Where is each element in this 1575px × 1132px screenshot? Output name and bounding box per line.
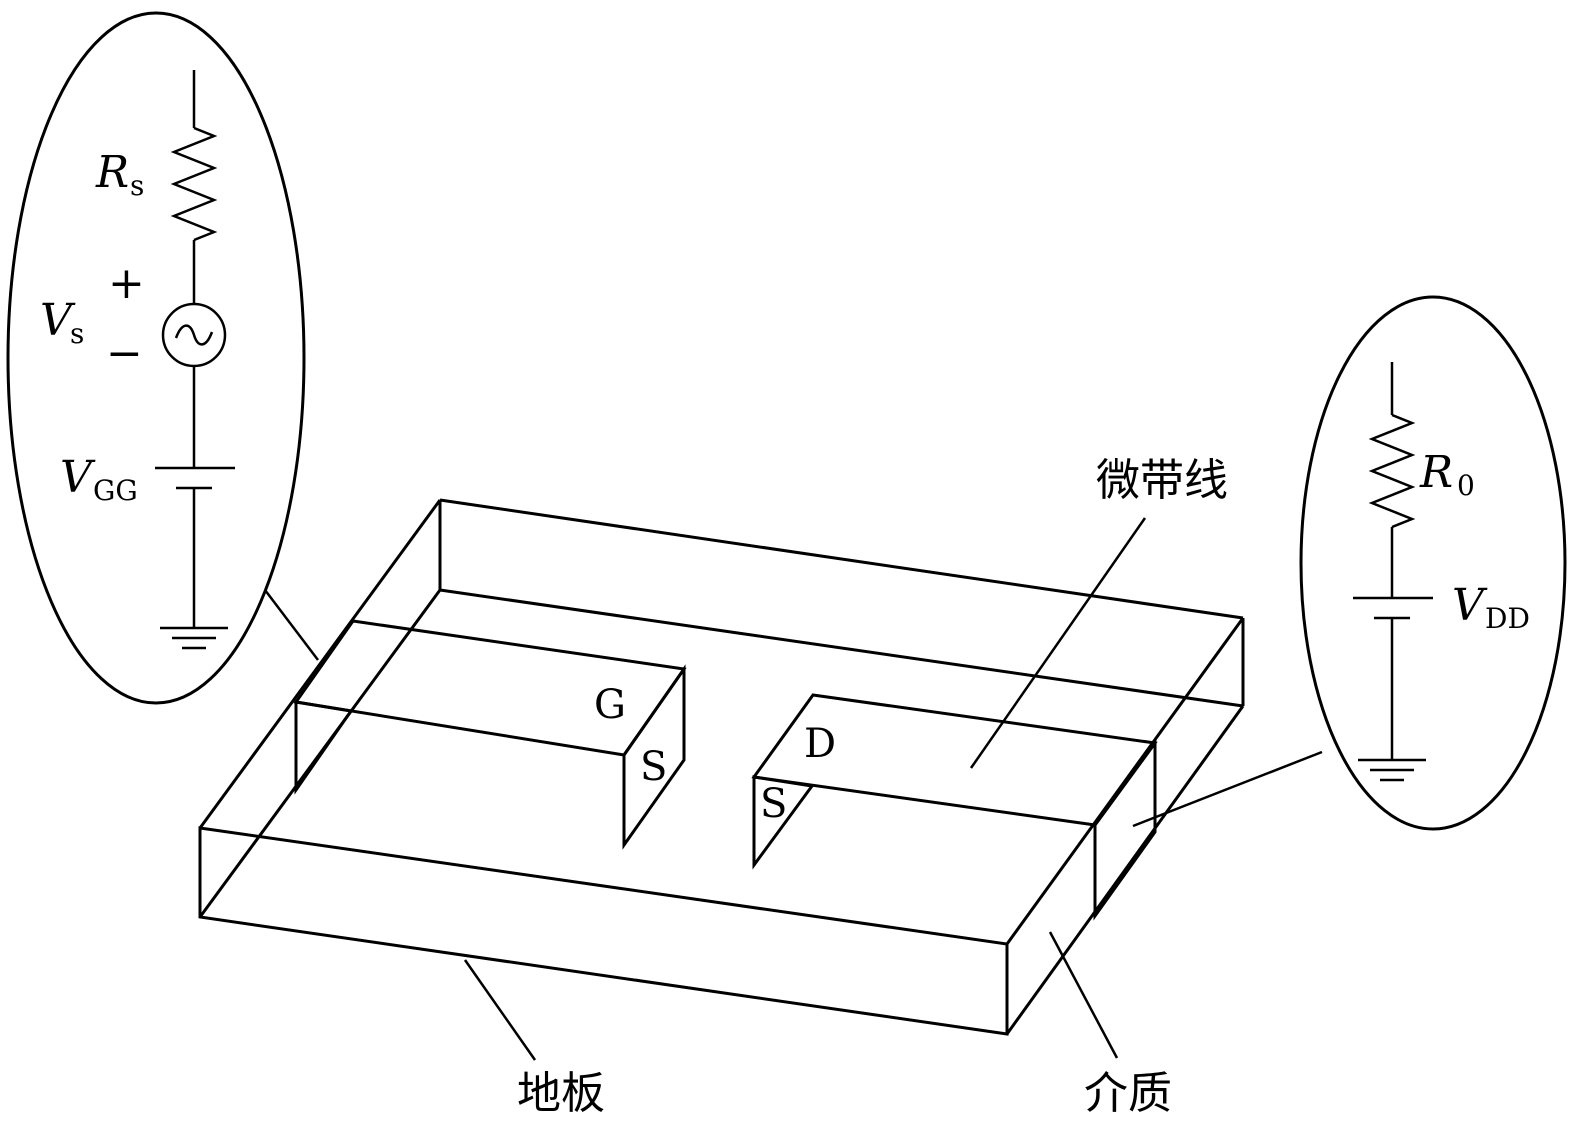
ground-plane-leader-line [463,959,537,1061]
vgg-label-sub: GG [93,474,138,507]
microstrip-label: 微带线 [1096,455,1228,506]
substrate-box [198,498,1245,1036]
vs-minus-label: − [106,328,143,379]
rs-resistor [170,126,218,242]
r0-label-sub: 0 [1457,469,1475,502]
input-circuit: R s + V s − V GG [6,11,306,705]
gate-strip [293,619,687,757]
dielectric-label: 介质 [1084,1068,1172,1119]
source-label-left: S [640,744,667,790]
r0-resistor [1368,413,1416,529]
vgg-label-main: V [60,452,96,503]
drain-strip [751,693,1158,827]
drain-strip-assembly [751,693,1158,921]
vs-label-sub: s [70,317,84,350]
rs-label-sub: s [130,169,144,202]
output-circuit: R 0 V DD [1299,295,1567,831]
vs-plus-label: + [108,258,145,309]
substrate-front-face [198,826,1009,1036]
gate-left-via [294,700,354,795]
output-circuit-ellipse [1299,295,1567,831]
vs-label-main: V [40,295,76,346]
drain-right-via [1093,738,1157,921]
vs-source-wave [174,324,214,346]
input-connector-line [264,589,319,661]
source-label-right: S [760,781,787,827]
r0-label-main: R [1419,447,1453,498]
gate-strip-assembly [293,619,687,850]
substrate-bottom-right-edge [1005,705,1245,1035]
vdd-label-sub: DD [1485,602,1530,635]
gate-label: G [594,682,626,728]
output-connector-line [1132,750,1323,828]
vdd-label-main: V [1452,580,1488,631]
input-circuit-ellipse [6,11,306,705]
substrate-back-bottom [439,588,1244,708]
substrate-top-right-edge [1005,617,1245,945]
rs-label-main: R [95,147,129,198]
microstrip-leader-line [969,517,1147,769]
dielectric-leader-line [1048,931,1119,1059]
substrate-top-left-edge [198,499,442,829]
drain-label: D [804,721,836,767]
ground-plane-label: 地板 [517,1068,605,1119]
substrate-back-top [439,498,1244,620]
